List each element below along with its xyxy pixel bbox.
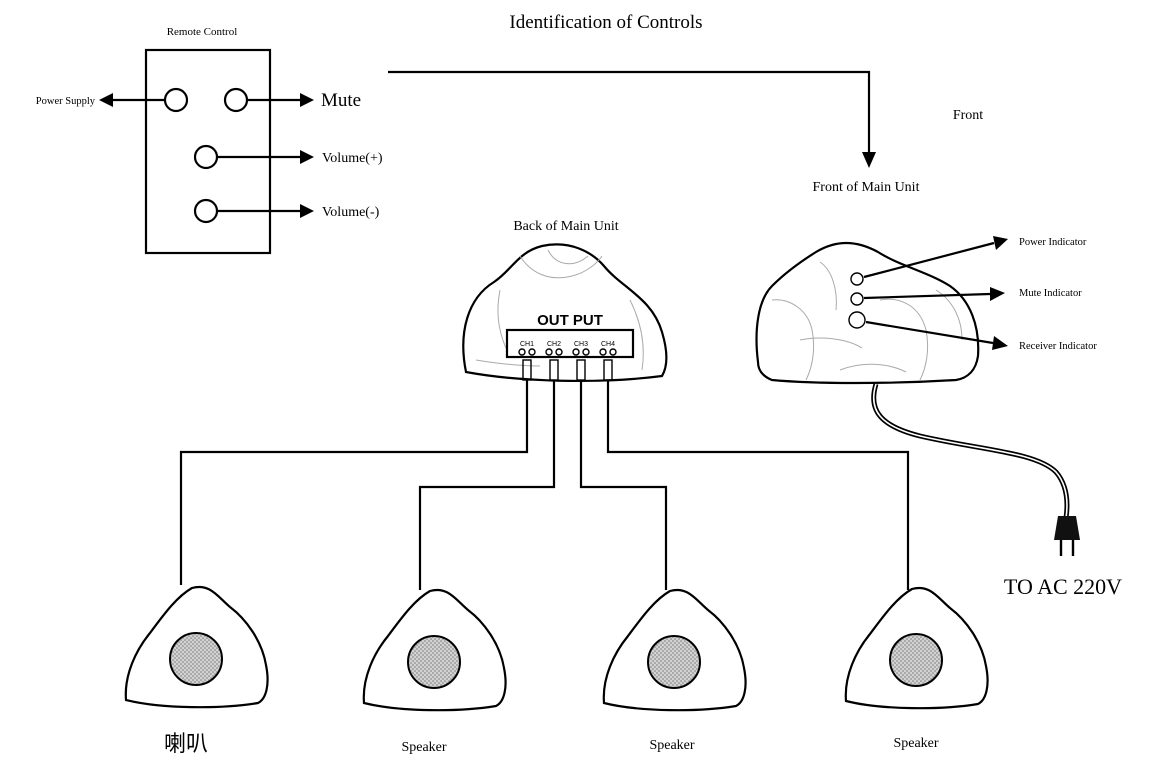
speaker-cables xyxy=(179,380,910,590)
mute-label: Mute xyxy=(321,90,361,111)
remote-control-body xyxy=(144,48,272,255)
speaker-1-label: 喇叭 xyxy=(164,732,208,757)
ac-power-label: TO AC 220V xyxy=(1004,574,1122,599)
mute-indicator-led xyxy=(850,292,864,306)
remote-control: Remote Control Power Supply Mute Volume(… xyxy=(36,26,383,255)
volume-up-label: Volume(+) xyxy=(322,151,383,166)
output-label: OUT PUT xyxy=(537,312,603,329)
back-of-main-unit-label: Back of Main Unit xyxy=(513,219,618,234)
speaker-4-label: Speaker xyxy=(893,736,938,751)
speaker-3-label: Speaker xyxy=(649,738,694,753)
volume-up-button xyxy=(193,144,219,170)
channel-2-label: CH2 xyxy=(547,341,561,348)
channel-4-label: CH4 xyxy=(601,341,615,348)
power-plug xyxy=(1054,516,1080,540)
remote-control-label: Remote Control xyxy=(167,26,238,38)
front-of-main-unit-label: Front of Main Unit xyxy=(813,180,920,195)
mute-button xyxy=(223,87,249,113)
power-supply-label: Power Supply xyxy=(36,96,96,107)
diagram-title: Identification of Controls xyxy=(509,12,702,33)
speaker-4 xyxy=(844,586,989,710)
speaker-grill xyxy=(647,635,701,689)
volume-down-label: Volume(-) xyxy=(322,205,380,220)
receiver-indicator-label: Receiver Indicator xyxy=(1019,341,1097,352)
output-plugs xyxy=(522,359,613,381)
volume-down-button xyxy=(193,198,219,224)
power-cord xyxy=(871,383,1080,556)
output-panel xyxy=(505,328,635,359)
power-button xyxy=(163,87,189,113)
speaker-2 xyxy=(362,588,507,712)
speaker-3 xyxy=(602,588,747,712)
speaker-grill xyxy=(889,633,943,687)
power-indicator-led xyxy=(850,272,864,286)
front-label: Front xyxy=(953,108,983,123)
receiver-indicator-led xyxy=(848,311,866,329)
power-indicator-label: Power Indicator xyxy=(1019,237,1087,248)
mute-indicator-label: Mute Indicator xyxy=(1019,288,1082,299)
output-jacks xyxy=(518,348,617,356)
back-main-unit: OUT PUT CH1 CH2 CH3 CH4 xyxy=(462,243,668,383)
speaker-grill xyxy=(169,632,223,686)
remote-to-unit-arrow xyxy=(388,70,876,168)
speaker-grill xyxy=(407,635,461,689)
speaker-1 xyxy=(124,585,269,709)
channel-1-label: CH1 xyxy=(520,341,534,348)
channel-3-label: CH3 xyxy=(574,341,588,348)
speaker-2-label: Speaker xyxy=(401,740,446,755)
front-main-unit: Power Indicator Mute Indicator Receiver … xyxy=(755,236,1097,385)
